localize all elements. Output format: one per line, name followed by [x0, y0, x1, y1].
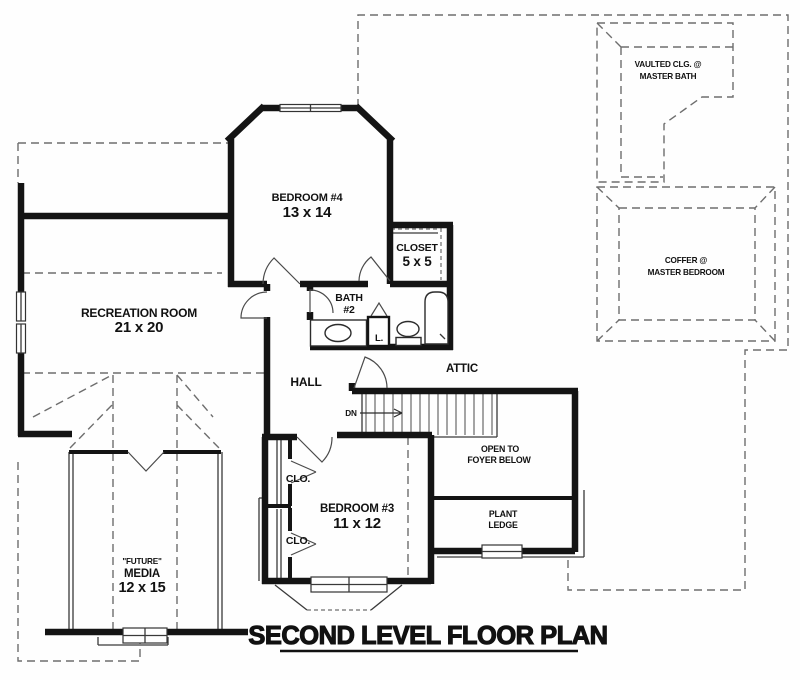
vanity-sink	[324, 323, 352, 343]
clo-lower-doors	[290, 532, 317, 556]
toilet-bowl	[396, 320, 420, 338]
bedroom4-door	[262, 257, 301, 285]
label-vaulted-line2: MASTER BATH	[640, 72, 697, 81]
vaulted-ceiling-outline	[596, 22, 734, 183]
recreation-door	[240, 291, 268, 319]
label-bedroom3-dims: 11 x 12	[333, 515, 381, 532]
bedroom3-bay-outline	[274, 584, 403, 611]
bath2-door	[309, 289, 334, 314]
label-bath-line1: BATH	[335, 292, 363, 304]
media-outer-dashed	[17, 462, 141, 662]
stairs-down-arrow	[360, 408, 403, 418]
label-recreation-dims: 21 x 20	[115, 319, 164, 336]
recreation-window-upper	[15, 291, 27, 322]
stair-treads	[365, 394, 493, 435]
label-clo-lower: CLO.	[286, 535, 311, 547]
bedroom3-outer-face	[258, 497, 262, 581]
closet-door	[358, 256, 391, 282]
label-stairs-dn: DN	[345, 409, 357, 418]
label-bedroom3-name: BEDROOM #3	[320, 503, 394, 515]
windows	[15, 103, 523, 644]
label-bath-line2: #2	[343, 304, 355, 316]
label-media-line1: "FUTURE"	[122, 557, 162, 566]
media-door-notch	[127, 451, 165, 472]
walls-medium	[69, 437, 575, 584]
bathtub	[424, 291, 449, 345]
recreation-ceiling-dashed	[22, 272, 265, 374]
upper-left-roof-dashed	[17, 142, 228, 183]
stairs	[360, 394, 493, 435]
label-linen: L.	[375, 333, 383, 344]
closet-rod-hangers	[391, 228, 442, 280]
plan-title: SECOND LEVEL FLOOR PLAN	[248, 622, 607, 650]
master-suite-boundary-dashed	[357, 14, 789, 591]
linen-closet-box	[366, 315, 391, 348]
bath-fixtures	[309, 291, 449, 348]
label-closet-name: CLOSET	[396, 242, 438, 254]
label-closet-dims: 5 x 5	[402, 254, 432, 269]
media-window	[122, 627, 168, 644]
toilet-tank	[395, 336, 422, 347]
linen-door	[370, 301, 388, 317]
bedroom3-window	[310, 576, 388, 593]
label-bedroom4-dims: 13 x 14	[283, 204, 333, 221]
label-clo-upper: CLO.	[286, 473, 311, 485]
media-step-outline	[97, 637, 169, 646]
label-recreation-name: RECREATION ROOM	[81, 306, 197, 320]
label-coffer-line1: COFFER @	[665, 256, 708, 265]
label-plant-line1: PLANT	[489, 509, 518, 519]
room-labels: BEDROOM #4 13 x 14 CLOSET 5 x 5 RECREATI…	[81, 60, 725, 596]
roof-tent-lines-dashed	[32, 374, 220, 629]
clo-upper-doors	[290, 460, 317, 484]
label-open-foyer-line1: OPEN TO	[481, 444, 519, 454]
label-media-dims: 12 x 15	[119, 580, 166, 596]
bay-window	[279, 103, 342, 113]
bathtub-drain	[439, 333, 446, 340]
attic-hall-door	[353, 356, 388, 389]
label-open-foyer-line2: FOYER BELOW	[467, 455, 531, 465]
plant-ledge-window	[481, 544, 523, 559]
coffer-corner-diagonals	[596, 186, 776, 342]
thin-lines	[68, 228, 585, 646]
label-hall: HALL	[290, 375, 321, 389]
recreation-window-lower	[15, 323, 27, 354]
vaulted-ceiling-inner	[596, 22, 733, 178]
plan-title-group: SECOND LEVEL FLOOR PLAN	[248, 621, 609, 653]
label-plant-line2: LEDGE	[488, 520, 518, 530]
label-coffer-line2: MASTER BEDROOM	[648, 268, 725, 277]
closet-track-lines	[276, 438, 282, 579]
label-bedroom4-name: BEDROOM #4	[272, 192, 344, 204]
label-media-line2: MEDIA	[124, 568, 160, 580]
label-vaulted-line1: VAULTED CLG. @	[635, 60, 702, 69]
media-future-walls	[68, 452, 223, 630]
bedroom3-door	[296, 436, 333, 463]
label-attic: ATTIC	[446, 363, 478, 375]
doors	[127, 256, 391, 556]
dashed-outlines	[17, 14, 789, 662]
